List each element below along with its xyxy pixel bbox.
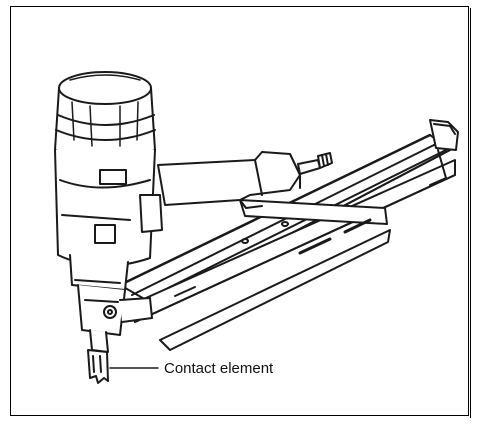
air-fitting — [297, 152, 333, 175]
handle — [157, 151, 301, 209]
contact-element — [87, 349, 109, 384]
contact-element-label: Contact element — [164, 360, 274, 377]
nose-assembly — [77, 284, 153, 353]
page-edge-mark — [470, 8, 477, 418]
tool-body — [54, 71, 163, 291]
